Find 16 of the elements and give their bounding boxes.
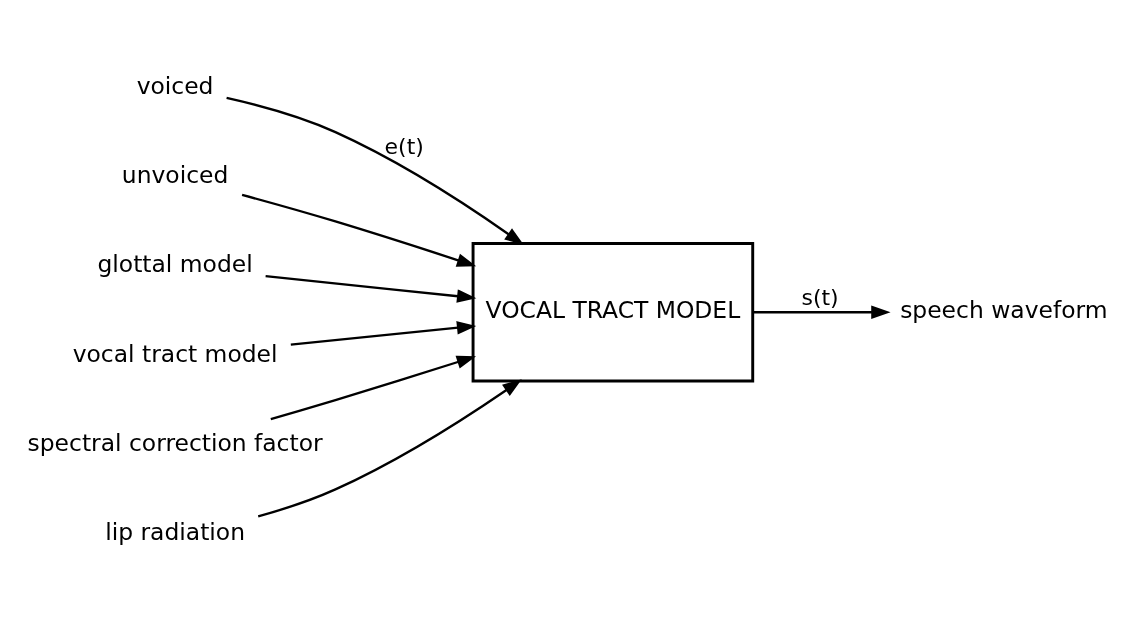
edge-label: e(t) [384,134,424,160]
arrow [270,355,477,421]
arrow [752,305,891,319]
node-text: speech waveform [900,295,1108,324]
edge-label: s(t) [801,284,839,310]
node-text: lip radiation [105,518,246,547]
node-text: vocal tract model [72,339,278,368]
node-text: voiced [136,71,214,100]
node-text: spectral correction factor [27,429,323,458]
node-box: VOCAL TRACT MODEL [471,241,755,383]
node-text: unvoiced [121,161,229,190]
arrow [257,379,522,518]
arrow [290,321,477,346]
node-text: glottal model [97,250,253,279]
arrow [265,274,477,303]
arrow [241,193,477,267]
